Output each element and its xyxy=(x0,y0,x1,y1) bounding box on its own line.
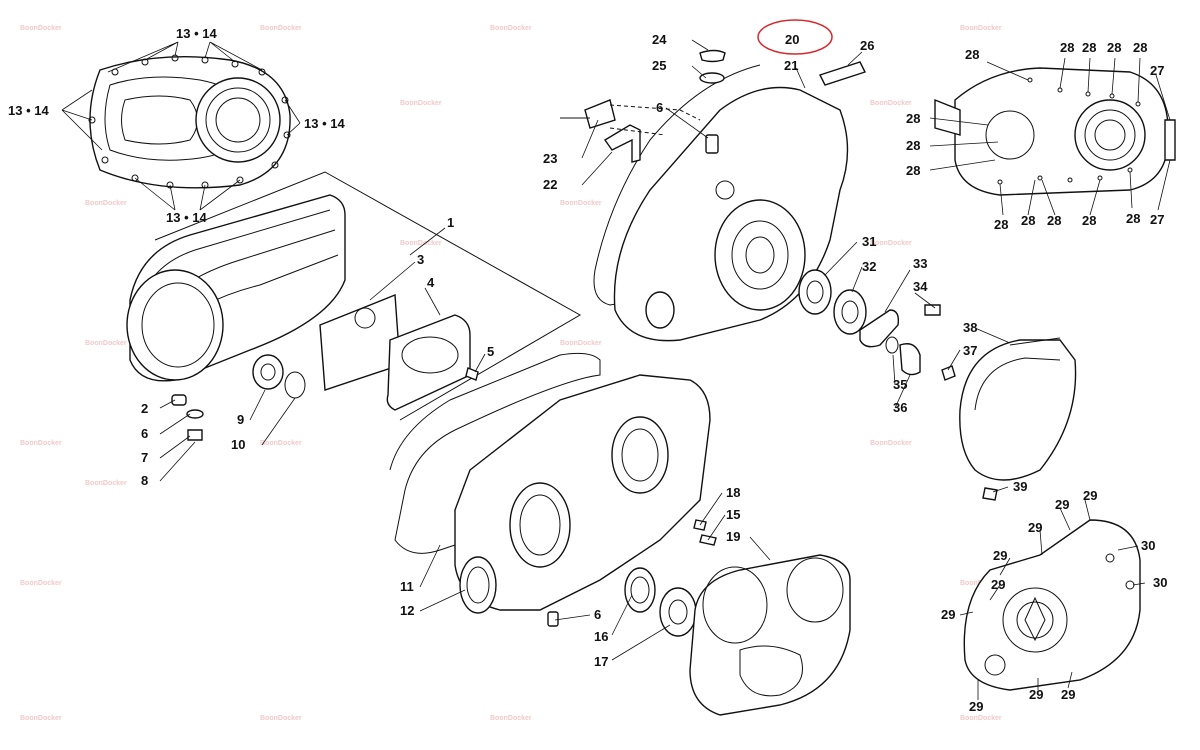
watermark: BoonDocker xyxy=(400,100,442,107)
watermark: BoonDocker xyxy=(560,340,602,347)
callout-4[interactable]: 4 xyxy=(427,275,435,290)
watermark: BoonDocker xyxy=(20,580,62,587)
callout-6[interactable]: 6 xyxy=(594,607,601,622)
watermark: BoonDocker xyxy=(960,25,1002,32)
callout-39[interactable]: 39 xyxy=(1013,479,1027,494)
callout-28[interactable]: 28 xyxy=(1107,40,1121,55)
callout-19[interactable]: 19 xyxy=(726,529,740,544)
callout-28[interactable]: 28 xyxy=(1021,213,1035,228)
watermark: BoonDocker xyxy=(85,200,127,207)
callout-13-14[interactable]: 13 • 14 xyxy=(8,103,49,118)
callout-28[interactable]: 28 xyxy=(906,111,920,126)
watermark: BoonDocker xyxy=(20,440,62,447)
callout-11[interactable]: 11 xyxy=(400,579,414,594)
callout-37[interactable]: 37 xyxy=(963,343,977,358)
callout-30[interactable]: 30 xyxy=(1141,538,1155,553)
callout-15[interactable]: 15 xyxy=(726,507,740,522)
callout-2[interactable]: 2 xyxy=(141,401,148,416)
callout-29[interactable]: 29 xyxy=(1029,687,1043,702)
callout-28[interactable]: 28 xyxy=(994,217,1008,232)
callout-31[interactable]: 31 xyxy=(862,234,876,249)
callout-28[interactable]: 28 xyxy=(906,138,920,153)
callout-29[interactable]: 29 xyxy=(1028,520,1042,535)
callout-38[interactable]: 38 xyxy=(963,320,977,335)
callout-28[interactable]: 28 xyxy=(1060,40,1074,55)
callout-28[interactable]: 28 xyxy=(965,47,979,62)
callout-13-14[interactable]: 13 • 14 xyxy=(166,210,207,225)
callout-29[interactable]: 29 xyxy=(991,577,1005,592)
callout-6[interactable]: 6 xyxy=(141,426,148,441)
callout-29[interactable]: 29 xyxy=(993,548,1007,563)
watermark: BoonDocker xyxy=(85,340,127,347)
callout-24[interactable]: 24 xyxy=(652,32,667,47)
callout-16[interactable]: 16 xyxy=(594,629,608,644)
watermark: BoonDocker xyxy=(490,715,532,722)
callout-12[interactable]: 12 xyxy=(400,603,414,618)
watermark: BoonDocker xyxy=(400,240,442,247)
callout-36[interactable]: 36 xyxy=(893,400,907,415)
callout-1[interactable]: 1 xyxy=(447,215,454,230)
watermark: BoonDocker xyxy=(20,715,62,722)
outer-crankcase-assembly xyxy=(560,49,866,342)
callout-13-14[interactable]: 13 • 14 xyxy=(176,26,217,41)
callout-20[interactable]: 20 xyxy=(785,32,799,47)
callout-34[interactable]: 34 xyxy=(913,279,928,294)
callout-28[interactable]: 28 xyxy=(1047,213,1061,228)
callout-9[interactable]: 9 xyxy=(237,412,244,427)
watermark: BoonDocker xyxy=(490,25,532,32)
callout-23[interactable]: 23 xyxy=(543,151,557,166)
callout-17[interactable]: 17 xyxy=(594,654,608,669)
watermark: BoonDocker xyxy=(870,440,912,447)
watermark: BoonDocker xyxy=(960,715,1002,722)
callout-13-14[interactable]: 13 • 14 xyxy=(304,116,345,131)
magneto-cover-assembly xyxy=(798,269,1077,501)
callout-8[interactable]: 8 xyxy=(141,473,148,488)
inner-crankcase-assembly xyxy=(389,352,851,716)
watermark: BoonDocker xyxy=(870,100,912,107)
leader-lines xyxy=(61,39,1171,700)
callout-32[interactable]: 32 xyxy=(862,259,876,274)
watermark: BoonDocker xyxy=(260,715,302,722)
callout-35[interactable]: 35 xyxy=(893,377,907,392)
callout-29[interactable]: 29 xyxy=(1083,488,1097,503)
stator-cover-bottom-right xyxy=(963,519,1141,691)
watermark: BoonDocker xyxy=(870,240,912,247)
callout-29[interactable]: 29 xyxy=(941,607,955,622)
watermark: BoonDocker xyxy=(20,25,62,32)
callout-5[interactable]: 5 xyxy=(487,344,494,359)
callout-22[interactable]: 22 xyxy=(543,177,557,192)
callout-33[interactable]: 33 xyxy=(913,256,927,271)
callout-28[interactable]: 28 xyxy=(1082,40,1096,55)
callout-26[interactable]: 26 xyxy=(860,38,874,53)
callout-20-highlight-ring xyxy=(757,19,833,55)
clutch-cover-assembly xyxy=(126,171,582,441)
callout-29[interactable]: 29 xyxy=(1061,687,1075,702)
callout-29[interactable]: 29 xyxy=(969,699,983,714)
watermark: BoonDocker xyxy=(260,25,302,32)
callout-27[interactable]: 27 xyxy=(1150,63,1164,78)
callout-18[interactable]: 18 xyxy=(726,485,740,500)
callout-7[interactable]: 7 xyxy=(141,450,148,465)
callout-3[interactable]: 3 xyxy=(417,252,424,267)
callout-28[interactable]: 28 xyxy=(906,163,920,178)
callout-28[interactable]: 28 xyxy=(1133,40,1147,55)
watermark: BoonDocker xyxy=(260,440,302,447)
callout-25[interactable]: 25 xyxy=(652,58,666,73)
callout-10[interactable]: 10 xyxy=(231,437,245,452)
callout-labels: 13 • 14 13 • 14 13 • 14 13 • 14 1 2 3 4 … xyxy=(8,26,1167,714)
outer-cover-top-right xyxy=(934,67,1176,196)
callout-6[interactable]: 6 xyxy=(656,100,663,115)
callout-28[interactable]: 28 xyxy=(1126,211,1140,226)
watermark: BoonDocker xyxy=(85,480,127,487)
callout-28[interactable]: 28 xyxy=(1082,213,1096,228)
watermark: BoonDocker xyxy=(560,200,602,207)
callout-30[interactable]: 30 xyxy=(1153,575,1167,590)
callout-21[interactable]: 21 xyxy=(784,58,798,73)
belt-cover-top-view xyxy=(88,54,291,189)
callout-27[interactable]: 27 xyxy=(1150,212,1164,227)
callout-29[interactable]: 29 xyxy=(1055,497,1069,512)
